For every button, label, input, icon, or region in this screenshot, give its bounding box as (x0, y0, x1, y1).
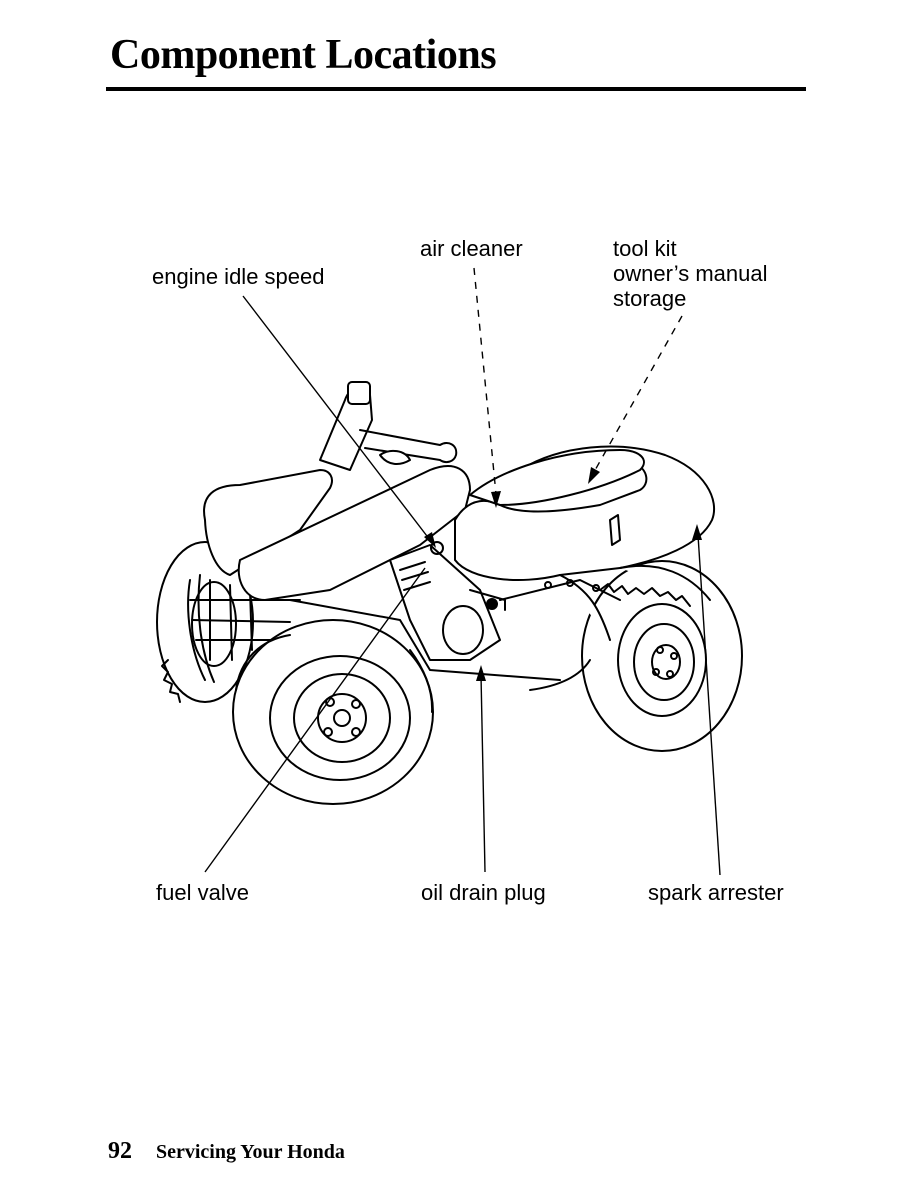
oil-drain-plug-leader (480, 674, 486, 873)
engine (389, 541, 506, 661)
tool-kit-leader (593, 315, 683, 473)
seat (469, 449, 645, 506)
handlebar (319, 381, 458, 471)
oil-drain-arrowhead (476, 665, 486, 681)
title-rule (106, 87, 806, 91)
spark-arrester-leader (697, 534, 721, 876)
tool-kit-arrowhead (588, 467, 600, 484)
front-wheel (232, 619, 434, 805)
front-rack (187, 574, 301, 683)
air-cleaner-leader (473, 267, 497, 495)
tool-kit-line: tool kit (613, 236, 677, 261)
storage-line: storage (613, 286, 687, 311)
page-number: 92 (108, 1138, 132, 1164)
air-cleaner-arrowhead (491, 491, 501, 508)
air-cleaner-label: air cleaner (420, 236, 523, 261)
spark-arrester-part (609, 514, 621, 546)
frame (289, 579, 621, 691)
page-title: Component Locations (110, 32, 497, 78)
tool-kit-label: tool kit owner’s manual storage (613, 236, 768, 311)
fuel-valve-label: fuel valve (156, 880, 249, 905)
page-footer: 92 Servicing Your Honda (108, 1138, 345, 1165)
engine-idle-arrowhead (424, 532, 436, 548)
owners-manual-line: owner’s manual (613, 261, 768, 286)
spark-arrester-arrowhead (692, 524, 702, 540)
engine-idle-speed-leader (242, 295, 431, 541)
section-name: Servicing Your Honda (156, 1141, 345, 1163)
engine-idle-speed-label: engine idle speed (152, 264, 325, 289)
oil-drain-plug-label: oil drain plug (421, 880, 546, 905)
fuel-valve-leader (204, 567, 426, 873)
rear-wheel (581, 560, 743, 752)
spark-arrester-label: spark arrester (648, 880, 784, 905)
